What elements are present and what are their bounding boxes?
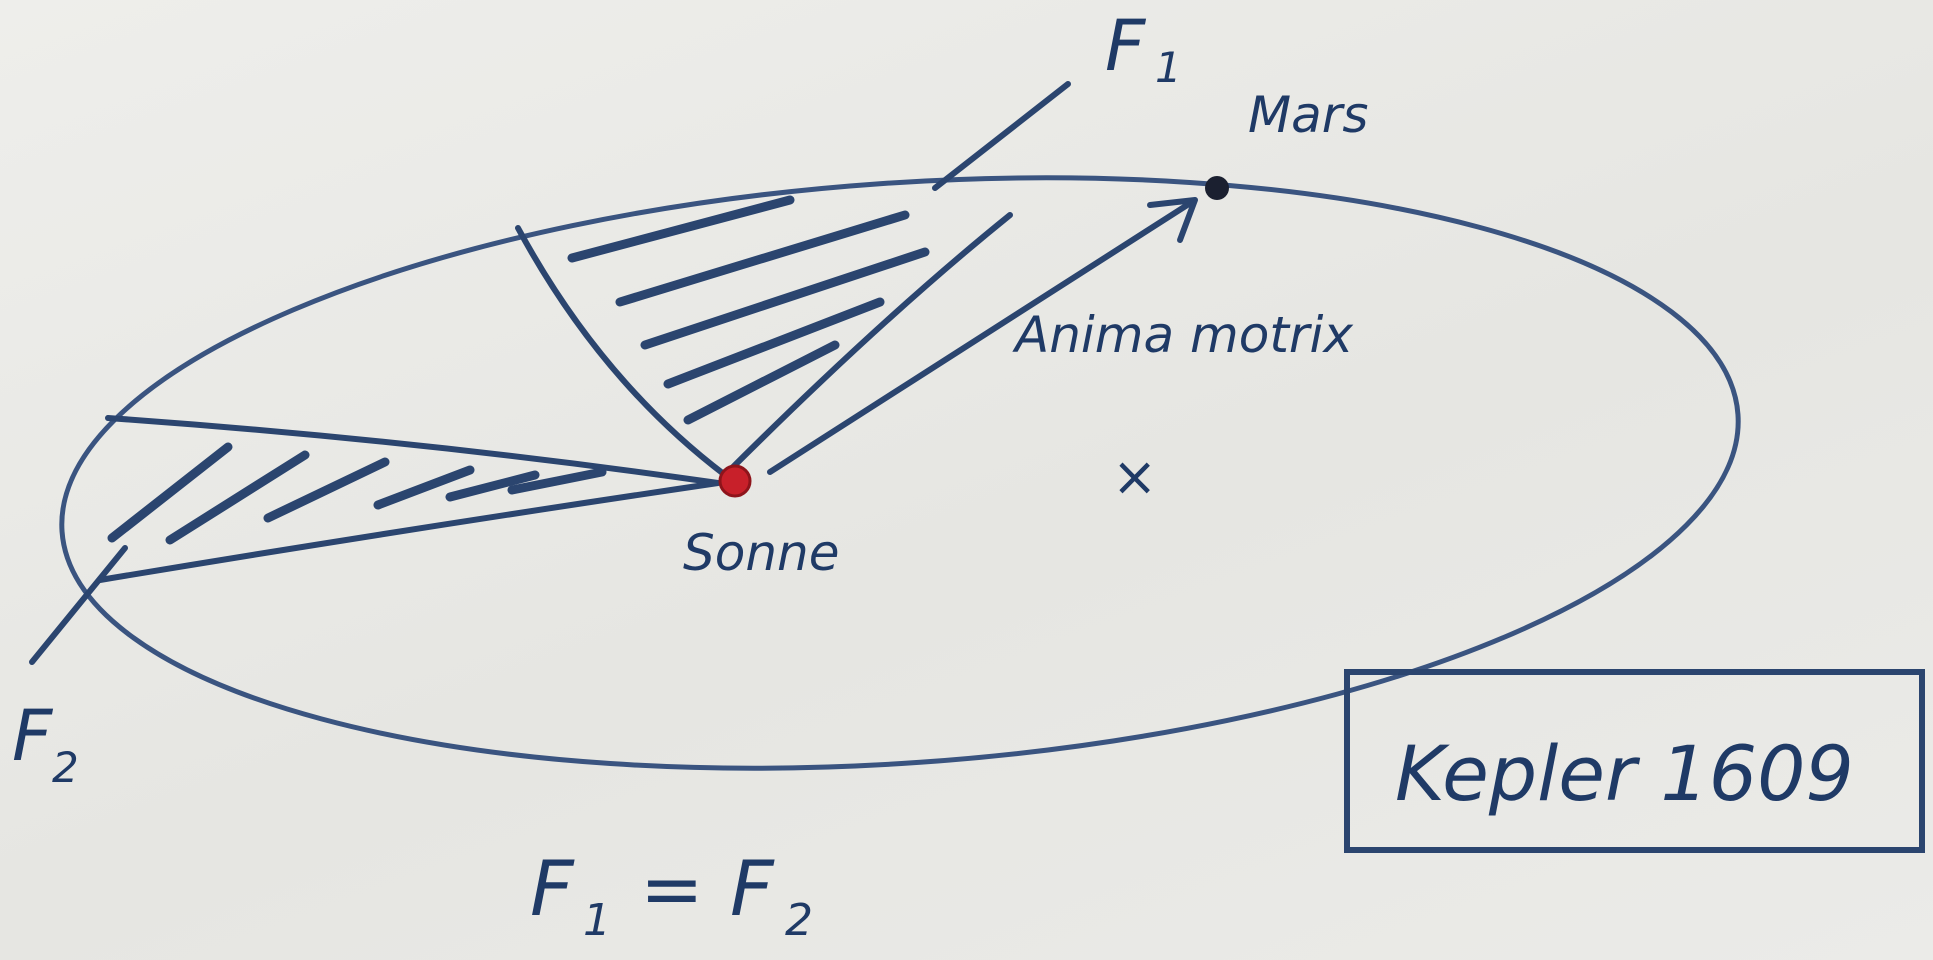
arrowhead	[1147, 197, 1198, 243]
sun-dot	[718, 464, 752, 498]
signature-box	[1344, 669, 1925, 853]
f2-pointer	[29, 545, 128, 665]
f1-label: F	[1105, 5, 1147, 87]
sector-f1-hatching	[567, 195, 930, 425]
equation-left-subscript: 1	[583, 895, 611, 946]
equation-right-subscript: 2	[785, 895, 813, 946]
f1-subscript: 1	[1155, 43, 1182, 92]
area-equation: F 1 = F 2	[530, 844, 813, 946]
sector-f2-outline	[97, 415, 721, 583]
f2-label: F	[12, 695, 54, 777]
anima-motrix-arrow	[767, 199, 1195, 475]
f2-subscript: 2	[52, 743, 79, 792]
sun-label: Sonne	[683, 524, 839, 582]
mars-label: Mars	[1248, 86, 1368, 144]
equation-left: F	[530, 844, 575, 933]
mars-dot	[1205, 176, 1229, 200]
equation-operator: =	[640, 844, 704, 933]
anima-motrix-label: Anima motrix	[1012, 306, 1353, 364]
sector-f2-hatching	[107, 442, 607, 545]
signature-text: Kepler 1609	[1395, 729, 1854, 818]
center-mark: ×	[1112, 445, 1157, 508]
f1-pointer	[932, 81, 1071, 191]
equation-right: F	[730, 844, 775, 933]
orbit-ellipse	[59, 175, 1741, 771]
